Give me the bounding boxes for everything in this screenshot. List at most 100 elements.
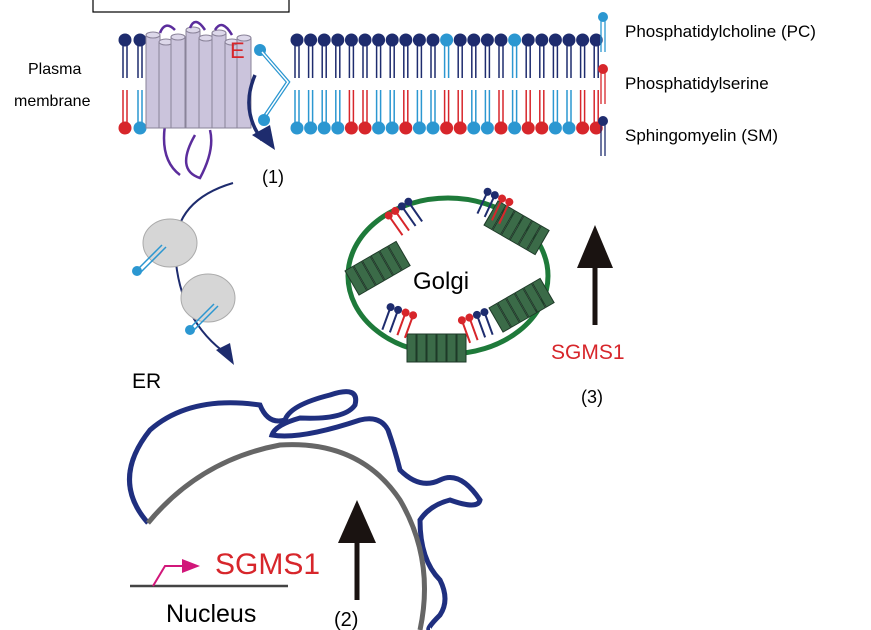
- vesicle: [142, 218, 198, 268]
- lipid-head: [118, 121, 132, 135]
- lipid-head: [412, 33, 426, 47]
- legend-swatch: [598, 116, 608, 126]
- protein-letter: E: [230, 38, 245, 63]
- lipid-head: [317, 121, 331, 135]
- lipid: [494, 33, 508, 78]
- er-label: ER: [132, 370, 161, 393]
- lipid: [331, 33, 345, 78]
- lipid-head: [317, 33, 331, 47]
- lipid-head: [576, 121, 590, 135]
- golgi-protein: [344, 240, 411, 296]
- lipid-head: [548, 33, 562, 47]
- lipid-head: [521, 33, 535, 47]
- lipid-head: [521, 121, 535, 135]
- lipid-cluster: [476, 187, 514, 225]
- lipid: [576, 33, 590, 78]
- promoter-arrow-head: [182, 559, 200, 573]
- lipid: [412, 33, 426, 78]
- legend-label: Phosphatidylserine: [625, 74, 769, 93]
- lipid: [331, 90, 345, 135]
- pc-lipid: [132, 266, 142, 276]
- lipid-head: [494, 33, 508, 47]
- plasma-membrane: [118, 33, 603, 135]
- legend-item: Sphingomyelin (SM): [598, 116, 778, 156]
- step-3-label: (3): [581, 387, 603, 407]
- legend-item: Phosphatidylserine: [598, 64, 769, 104]
- lipid: [480, 90, 494, 135]
- lipid: [304, 90, 318, 135]
- lipid: [467, 33, 481, 78]
- lipid-head: [372, 33, 386, 47]
- lipid: [317, 90, 331, 135]
- golgi-label: Golgi: [413, 268, 469, 295]
- lipid-head: [118, 33, 132, 47]
- lipid-head: [548, 121, 562, 135]
- lipid: [372, 90, 386, 135]
- flip-arrow-head: [252, 125, 275, 150]
- lipid-head: [467, 121, 481, 135]
- sgms1-gene-label: SGMS1: [215, 548, 320, 581]
- helix: [185, 29, 201, 129]
- lipid: [118, 90, 132, 135]
- lipid: [399, 90, 413, 135]
- transport-arrow-head: [216, 343, 234, 365]
- lipid: [118, 33, 132, 78]
- lipid: [508, 90, 522, 135]
- legend-label: Sphingomyelin (SM): [625, 126, 778, 145]
- lipid: [290, 90, 304, 135]
- lipid: [480, 33, 494, 78]
- vesicle: [180, 273, 236, 323]
- helix: [145, 34, 161, 129]
- lipid-head: [133, 121, 147, 135]
- plasma-membrane-label-1: Plasma: [28, 61, 81, 78]
- sgms1-golgi-label: SGMS1: [551, 341, 625, 364]
- lipid-head: [358, 33, 372, 47]
- lipid-head: [562, 121, 576, 135]
- lipid-head: [562, 33, 576, 47]
- lipid-head: [467, 33, 481, 47]
- lipid-head: [440, 33, 454, 47]
- upregulation-arrow-golgi-head: [577, 225, 613, 268]
- lipid: [576, 90, 590, 135]
- lipid-head: [535, 33, 549, 47]
- lipid: [494, 90, 508, 135]
- lipid: [317, 33, 331, 78]
- lipid-head: [344, 33, 358, 47]
- nucleus-label: Nucleus: [166, 600, 256, 628]
- title-box: [92, 0, 290, 13]
- lipid: [548, 90, 562, 135]
- legend: Phosphatidylcholine (PC) Phosphatidylseri…: [598, 12, 816, 156]
- lipid: [535, 90, 549, 135]
- lipid-head: [290, 33, 304, 47]
- step-2-label: (2): [334, 609, 358, 630]
- lipid: [426, 33, 440, 78]
- step-1-label: (1): [262, 167, 284, 187]
- lipid-head: [508, 121, 522, 135]
- flip-arrow: [247, 74, 264, 142]
- lipid-head: [508, 33, 522, 47]
- lipid: [535, 33, 549, 78]
- lipid: [562, 33, 576, 78]
- lipid-head: [535, 121, 549, 135]
- golgi-protein: [406, 333, 467, 363]
- legend-item: Phosphatidylcholine (PC): [598, 12, 816, 52]
- lipid: [589, 33, 603, 78]
- lipid: [508, 33, 522, 78]
- legend-swatch: [598, 64, 608, 74]
- lipid-head: [576, 33, 590, 47]
- lipid: [562, 90, 576, 135]
- lipid: [399, 33, 413, 78]
- lipid-cluster: [381, 303, 418, 339]
- nuclear-envelope: [146, 442, 427, 630]
- upregulation-arrow-nucleus-head: [338, 500, 376, 543]
- golgi-proteins: [344, 187, 555, 363]
- helix: [170, 36, 186, 129]
- lipid: [385, 90, 399, 135]
- golgi-protein: [488, 277, 555, 333]
- legend-swatch: [598, 12, 608, 22]
- lipid-head: [426, 33, 440, 47]
- lipid-head: [412, 121, 426, 135]
- lipid: [133, 33, 147, 78]
